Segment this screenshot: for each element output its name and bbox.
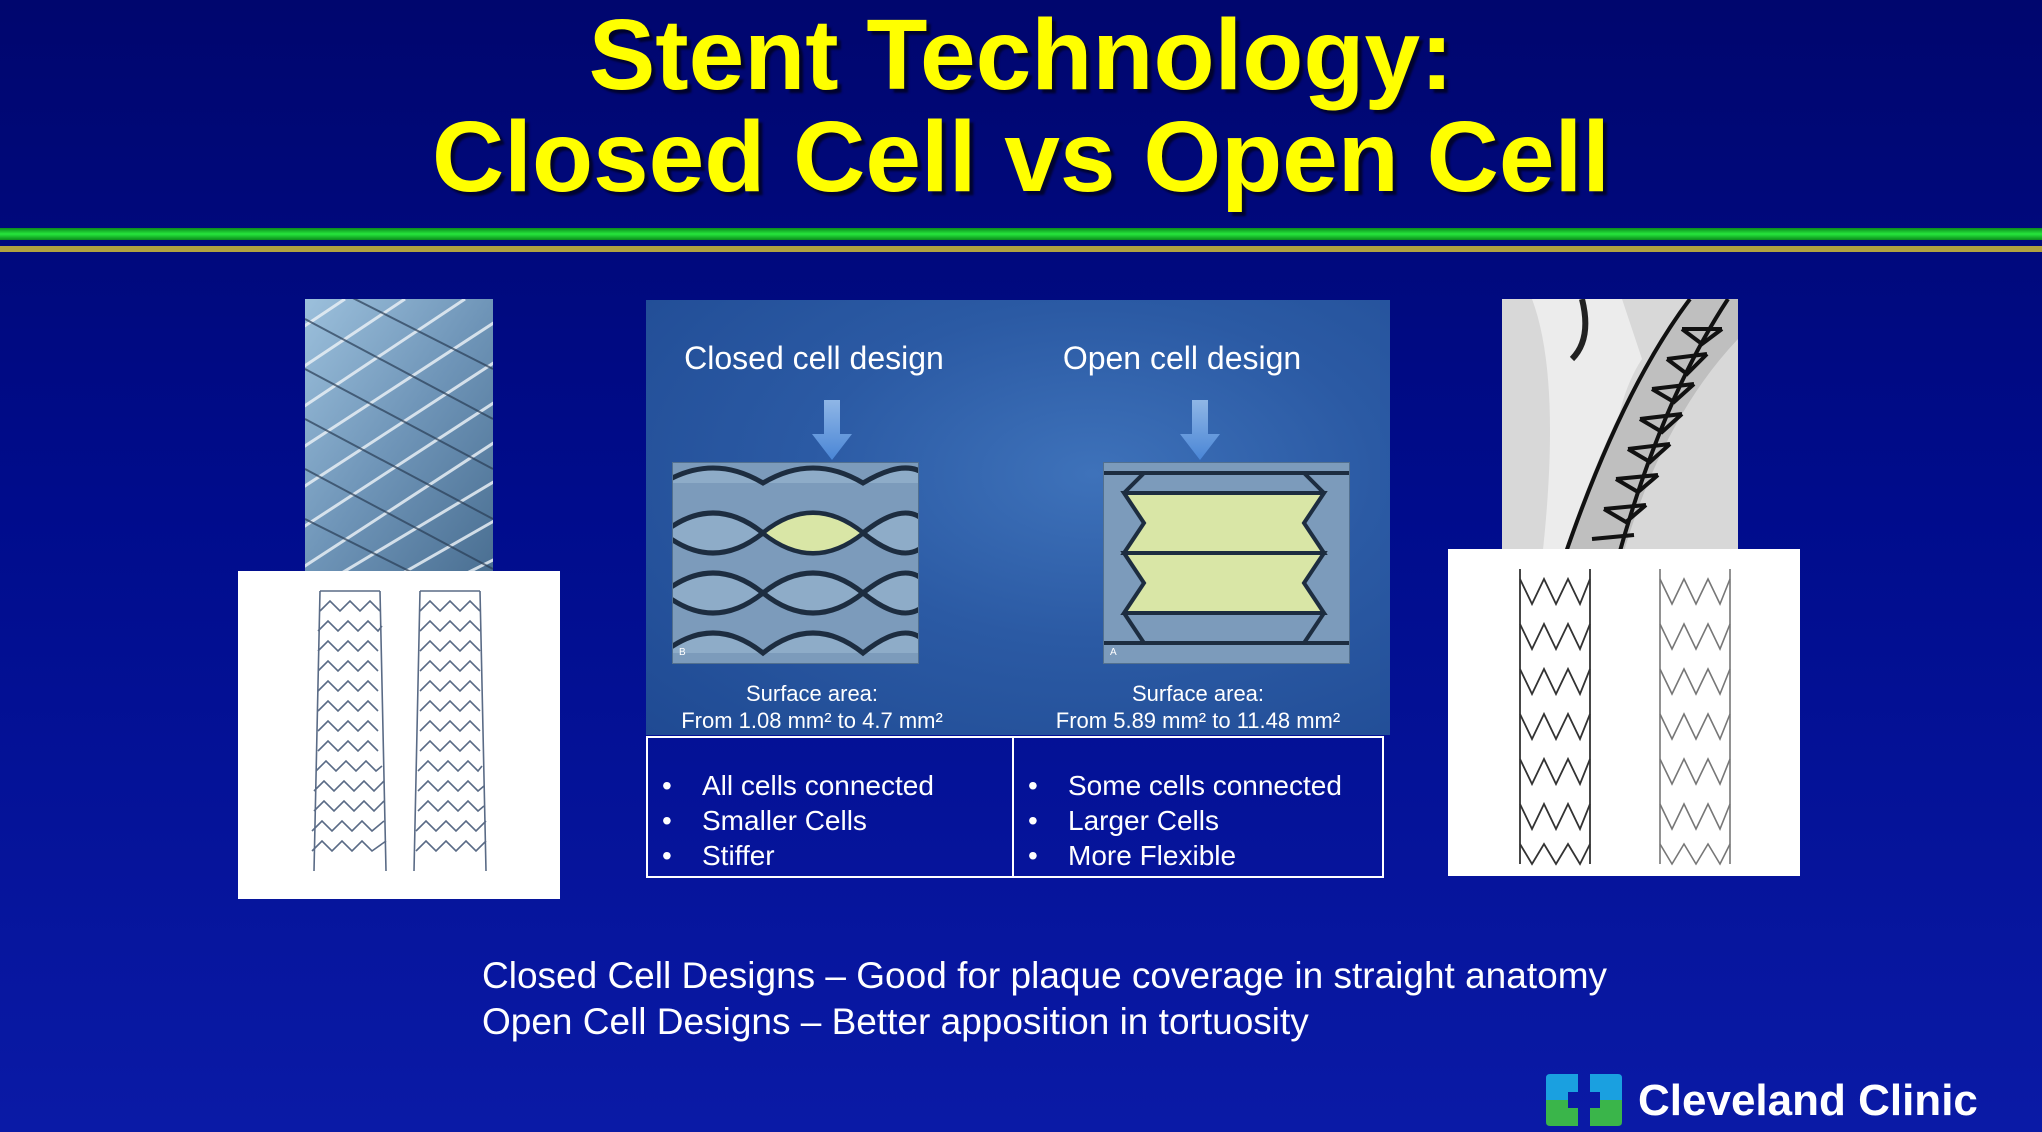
cleveland-clinic-logo-icon	[1546, 1074, 1622, 1126]
closed-surface-title: Surface area:	[745, 681, 879, 706]
open-cell-bullets: •Some cells connected •Larger Cells •Mor…	[1012, 736, 1384, 878]
open-panel-letter: A	[1110, 647, 1117, 658]
title-line-1: Stent Technology:	[588, 0, 1454, 111]
open-cell-column: Open cell design A Surface area: From 5.…	[1018, 300, 1390, 735]
open-surface-area: Surface area: From 5.89 mm² to 11.48 mm²	[1012, 680, 1384, 734]
down-arrow-icon	[1180, 400, 1220, 460]
list-item: •All cells connected	[662, 770, 934, 801]
summary-line-2: Open Cell Designs – Better apposition in…	[482, 1001, 1309, 1042]
closed-surface-range: From 1.08 mm² to 4.7 mm²	[681, 708, 943, 733]
open-cell-label: Open cell design	[1062, 340, 1302, 376]
title-line-2: Closed Cell vs Open Cell	[431, 101, 1611, 213]
list-item: •Larger Cells	[1028, 805, 1219, 836]
open-cell-stents-image	[1448, 549, 1800, 876]
closed-surface-area: Surface area: From 1.08 mm² to 4.7 mm²	[646, 680, 998, 734]
list-item: •Stiffer	[662, 840, 775, 871]
closed-cell-mesh-image: B	[672, 462, 919, 664]
summary-line-1: Closed Cell Designs – Good for plaque co…	[482, 955, 1608, 996]
down-arrow-icon	[812, 400, 852, 460]
list-item: •Some cells connected	[1028, 770, 1342, 801]
closed-cell-column: Closed cell design B Surface	[646, 300, 1018, 735]
cell-design-diagram: Closed cell design B Surface	[646, 300, 1390, 735]
closed-panel-letter: B	[679, 647, 686, 658]
closed-cell-stents-image	[238, 571, 560, 899]
summary-text: Closed Cell Designs – Good for plaque co…	[482, 953, 1607, 1045]
closed-cell-bullets: •All cells connected •Smaller Cells •Sti…	[646, 736, 1014, 878]
open-cell-stent-xray-photo	[1502, 299, 1738, 558]
open-surface-range: From 5.89 mm² to 11.48 mm²	[1055, 708, 1341, 733]
list-item: •Smaller Cells	[662, 805, 867, 836]
brand-name: Cleveland Clinic	[1638, 1076, 1978, 1125]
open-surface-title: Surface area:	[1131, 681, 1265, 706]
title-divider-green	[0, 228, 2042, 240]
title-divider-gold	[0, 246, 2042, 252]
closed-cell-stent-closeup-photo	[305, 299, 493, 571]
closed-cell-label: Closed cell design	[684, 340, 944, 376]
list-item: •More Flexible	[1028, 840, 1237, 871]
open-cell-mesh-image: A	[1103, 462, 1350, 664]
